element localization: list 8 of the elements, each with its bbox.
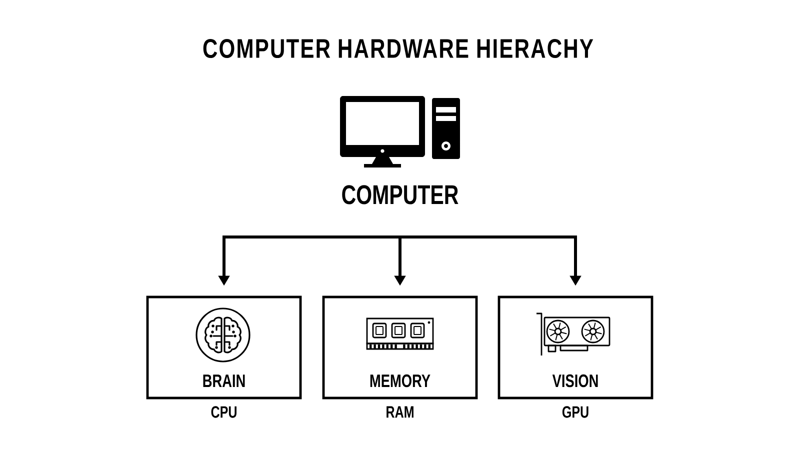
node-label: RAM	[386, 406, 414, 418]
node-label: GPU	[562, 406, 588, 418]
component-box: MEMORY	[322, 296, 478, 400]
node-label: CPU	[211, 406, 236, 418]
title: COMPUTER HARDWARE HIERACHY	[203, 38, 594, 58]
component-box: BRAIN	[146, 296, 302, 400]
node-label: COMPUTER	[342, 185, 458, 204]
component-box: VISION	[498, 296, 654, 400]
